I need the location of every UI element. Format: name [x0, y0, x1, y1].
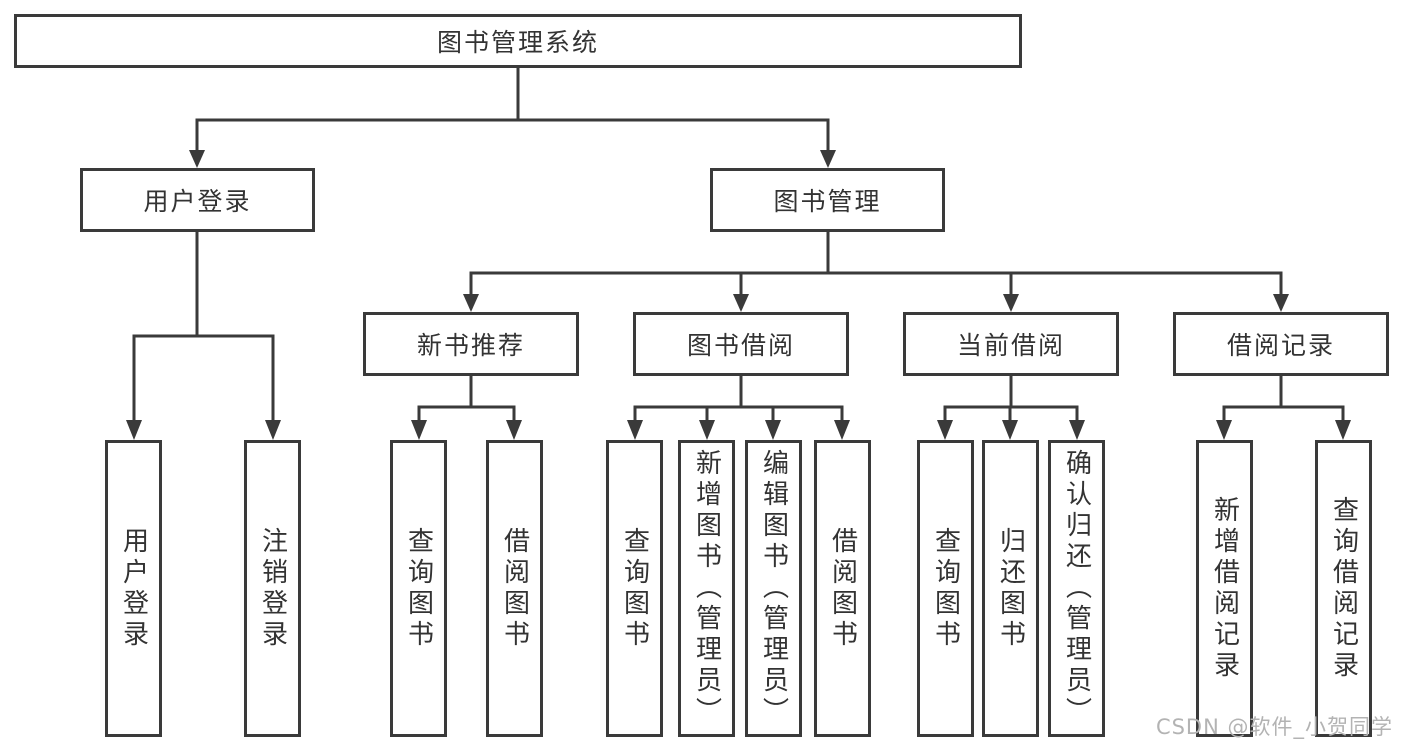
node-logout-label: 注销登录 [257, 526, 288, 651]
node-borrow-book-action: 借阅图书 [814, 440, 871, 737]
node-search-book-recommend-label: 查询图书 [403, 526, 434, 651]
node-user-login-action: 用户登录 [105, 440, 162, 737]
node-borrow-book-recommend: 借阅图书 [486, 440, 543, 737]
node-query-borrow-record-label: 查询借阅记录 [1328, 495, 1359, 682]
node-new-book-recommend: 新书推荐 [363, 312, 579, 376]
node-root: 图书管理系统 [14, 14, 1022, 68]
node-add-book-admin: 新增图书（管理员） [678, 440, 735, 737]
node-confirm-return-admin-label: 确认归还（管理员） [1061, 449, 1092, 728]
csdn-watermark: CSDN @软件_小贺同学 [1155, 715, 1393, 739]
node-edit-book-admin-label: 编辑图书（管理员） [758, 449, 789, 728]
node-logout: 注销登录 [244, 440, 301, 737]
node-borrow-book-action-label: 借阅图书 [827, 526, 858, 651]
node-borrowing-records-label: 借阅记录 [1226, 331, 1335, 360]
node-borrow-book-recommend-label: 借阅图书 [499, 526, 530, 651]
node-user-login-group-label: 用户登录 [143, 187, 252, 216]
node-user-login-action-label: 用户登录 [118, 526, 149, 651]
node-book-management: 图书管理 [710, 168, 945, 232]
node-new-book-recommend-label: 新书推荐 [416, 331, 525, 360]
node-borrowing-records: 借阅记录 [1173, 312, 1389, 376]
node-root-label: 图书管理系统 [436, 28, 599, 57]
node-search-book-current-label: 查询图书 [930, 526, 961, 651]
node-current-borrowing-label: 当前借阅 [956, 331, 1065, 360]
node-add-book-admin-label: 新增图书（管理员） [691, 449, 722, 728]
node-search-book-borrow-label: 查询图书 [619, 526, 650, 651]
node-return-book: 归还图书 [982, 440, 1039, 737]
node-search-book-borrow: 查询图书 [606, 440, 663, 737]
node-edit-book-admin: 编辑图书（管理员） [745, 440, 802, 737]
node-current-borrowing: 当前借阅 [903, 312, 1119, 376]
node-search-book-current: 查询图书 [917, 440, 974, 737]
node-return-book-label: 归还图书 [995, 526, 1026, 651]
node-book-borrowing-label: 图书借阅 [686, 331, 795, 360]
node-user-login-group: 用户登录 [80, 168, 315, 232]
node-book-borrowing: 图书借阅 [633, 312, 849, 376]
node-add-borrow-record-label: 新增借阅记录 [1209, 495, 1240, 682]
node-confirm-return-admin: 确认归还（管理员） [1048, 440, 1105, 737]
node-add-borrow-record: 新增借阅记录 [1196, 440, 1253, 737]
node-search-book-recommend: 查询图书 [390, 440, 447, 737]
node-query-borrow-record: 查询借阅记录 [1315, 440, 1372, 737]
node-book-management-label: 图书管理 [773, 187, 882, 216]
